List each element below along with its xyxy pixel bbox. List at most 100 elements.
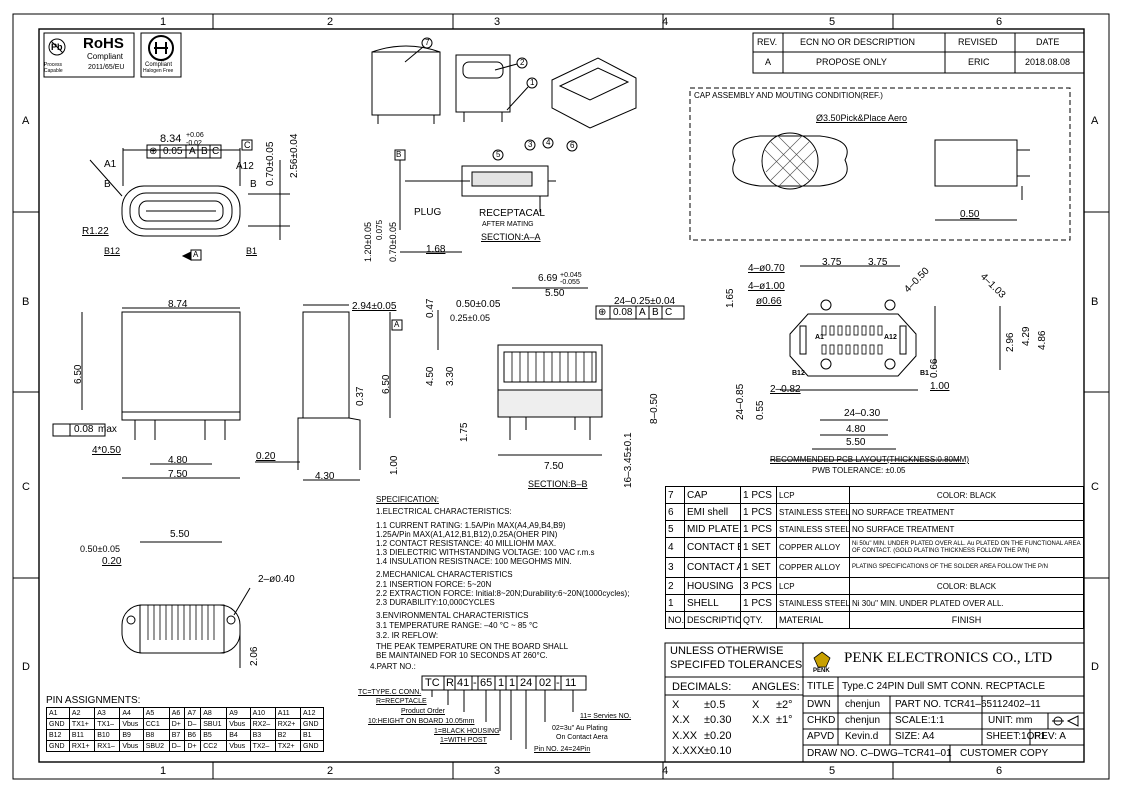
col-label: 3 xyxy=(494,16,501,28)
side-d1: 4.80 xyxy=(168,455,188,466)
pn-label: 1=BLACK HOUSING xyxy=(434,728,500,735)
bom-mat: COPPER ALLOY xyxy=(776,537,850,558)
bb-top-tol: -0.055 xyxy=(560,279,580,286)
row-label: B xyxy=(22,296,30,308)
front-b1: B1 xyxy=(246,246,258,256)
pin-cell: TX2+ xyxy=(274,740,302,752)
pin-cell: A10 xyxy=(249,707,276,719)
rohs-line2: 2011/65/EU xyxy=(88,64,125,71)
bom-qty: 1 PCS xyxy=(740,520,777,538)
tb-angles: ANGLES: xyxy=(752,681,800,693)
bom-mat: STAINLESS STEEL xyxy=(776,503,850,521)
bb-fcf: A xyxy=(639,307,646,318)
bb-w: 7.50 xyxy=(544,461,564,472)
tb-draw: DRAW NO. C–DWG–TCR41–01 xyxy=(807,748,952,759)
front-b12: B12 xyxy=(104,246,121,256)
balloon-label: 5 xyxy=(496,150,501,159)
bom-mat: COPPER ALLOY xyxy=(776,557,850,578)
pin-cell: A8 xyxy=(200,707,228,719)
front-width-tol: +0.06 xyxy=(186,132,204,139)
front-h2: 2.56±0.04 xyxy=(289,133,300,178)
pcb-v5: 0.66 xyxy=(929,358,940,378)
pcb-l5: 5.50 xyxy=(846,437,866,448)
aa-v3: 0.70±0.05 xyxy=(388,222,398,262)
pin-cell: RX1+ xyxy=(68,740,96,752)
pin-cell: B7 xyxy=(168,729,186,741)
spec-line: 1.4 INSULATION RESISTNACE: 100 MEGOHMS M… xyxy=(376,557,572,566)
pn-box: 02 xyxy=(539,677,552,689)
pin-cell: Vbus xyxy=(226,718,251,730)
bb-b: 0.25±0.05 xyxy=(450,313,490,323)
tol-row: X.XXX xyxy=(672,745,705,757)
bom-no: 4 xyxy=(665,537,685,558)
pn-box: 65 xyxy=(480,677,493,689)
pcb-v4: 4.86 xyxy=(1037,330,1048,350)
bom-finish: Ni 50u" MIN. UNDER PLATED OVER ALL. Au P… xyxy=(849,537,1084,558)
tol-row: X.X xyxy=(672,714,690,726)
pin-cell: A5 xyxy=(142,707,170,719)
bb-pins: 24–0.25±0.04 xyxy=(614,296,676,307)
pcb-title: RECOMMENDED PCB LAYOUT(THICKNESS:0.80MM) xyxy=(770,455,969,464)
bom-qty: 1 PCS xyxy=(740,486,777,504)
pcb-l3: 24–0.30 xyxy=(844,408,881,419)
pin-cell: B2 xyxy=(274,729,302,741)
rev-value: A xyxy=(765,57,772,67)
pin-cell: Vbus xyxy=(119,718,144,730)
bom-finish: NO SURFACE TREATMENT xyxy=(849,520,1084,538)
col-label: 4 xyxy=(662,16,669,28)
tb-company: PENK ELECTRONICS CO., LTD xyxy=(844,650,1053,666)
row-label: B xyxy=(1091,296,1099,308)
pin-assign-title: PIN ASSIGNMENTS: xyxy=(46,695,141,706)
pn-label: On Contact Aera xyxy=(556,734,608,741)
pin-cell: TX1+ xyxy=(68,718,96,730)
fcf-datum: C xyxy=(212,146,220,157)
pin-cell: RX1– xyxy=(94,740,121,752)
spec-line: 1.ELECTRICAL CHARACTERISTICS: xyxy=(376,507,512,516)
bom-no: 6 xyxy=(665,503,685,521)
front-b: B xyxy=(104,179,111,190)
pin-cell: CC1 xyxy=(142,718,170,730)
pin-cell: A4 xyxy=(119,707,144,719)
pin-cell: RX2+ xyxy=(274,718,302,730)
end-datum: A xyxy=(394,320,400,329)
pn-label: 10:HEIGHT ON BOARD 10.05mm xyxy=(368,718,475,725)
rev-header: REVISED xyxy=(958,37,998,47)
tb-decimals: DECIMALS: xyxy=(672,681,732,693)
bb-v4: 1.75 xyxy=(459,422,470,442)
spec-line: 3.1 TEMPERATURE RANGE: –40 °C ~ 85 °C xyxy=(376,621,538,630)
pn-label: 02=3u" Au Plating xyxy=(552,725,608,732)
tb-size: SIZE: A4 xyxy=(895,731,935,742)
spec-line: 3.ENVIRONMENTAL CHARACTERISTICS xyxy=(376,611,529,620)
pn-label: Product Order xyxy=(401,708,445,715)
tol-row: ±1° xyxy=(776,714,793,726)
pcb-l2: 1.00 xyxy=(930,381,950,392)
aa-v1: 1.20±0.05 xyxy=(363,222,373,262)
front-a12: A12 xyxy=(236,161,254,172)
front-width-tol: -0.02 xyxy=(186,140,202,147)
fcf-datum: B xyxy=(201,146,208,157)
front-width: 8.34 xyxy=(160,133,182,145)
pin-cell: Vbus xyxy=(226,740,251,752)
aa-datum-b: B xyxy=(396,150,402,159)
rev-value: ERIC xyxy=(968,57,990,67)
pin-cell: D– xyxy=(184,718,202,730)
pin-cell: A9 xyxy=(226,707,251,719)
pin-cell: TX1– xyxy=(94,718,121,730)
bom-header: FINISH xyxy=(849,611,1084,629)
pcb-v2: 2.96 xyxy=(1005,332,1016,352)
rev-header: DATE xyxy=(1036,37,1060,47)
pcb-a1: A1 xyxy=(815,334,824,341)
bom-desc: CONTACT B xyxy=(684,537,741,558)
bom-no: 5 xyxy=(665,520,685,538)
bom-desc: EMI shell xyxy=(684,503,741,521)
halogen-line1: Compliant xyxy=(145,62,173,68)
spec-line: 1.3 DIELECTRIC WITHSTANDING VOLTAGE: 100… xyxy=(376,548,595,557)
bom-no: 1 xyxy=(665,594,685,612)
spec-line: 1.2 CONTACT RESISTANCE: 40 MILLIOHM MAX. xyxy=(376,539,557,548)
pn-box: - xyxy=(473,677,477,689)
row-label: C xyxy=(22,481,30,493)
